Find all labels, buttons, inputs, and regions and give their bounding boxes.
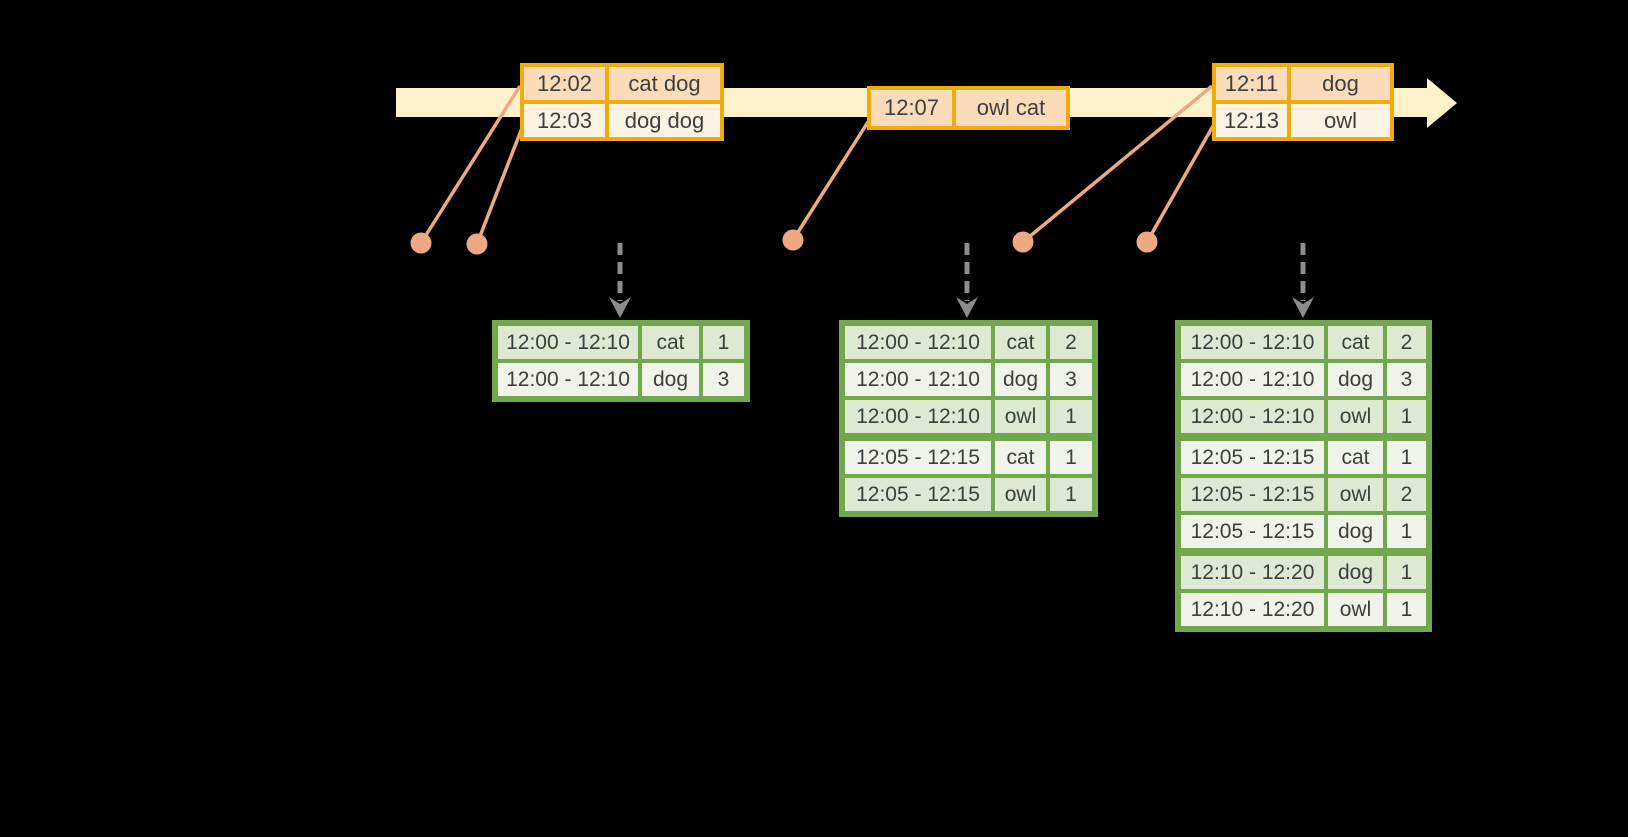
- result-word-cell: dog: [995, 363, 1046, 396]
- result-word-cell: owl: [995, 400, 1046, 433]
- result-word-cell: dog: [642, 363, 699, 396]
- trigger-arrowhead-icon-2: [956, 297, 978, 318]
- result-count-cell: 2: [1387, 326, 1426, 359]
- result-window-cell: 12:05 - 12:15: [1181, 441, 1324, 474]
- result-word-cell: cat: [1328, 326, 1383, 359]
- result-window-cell: 12:05 - 12:15: [1181, 478, 1324, 511]
- result-count-cell: 1: [1387, 515, 1426, 548]
- event-connector-line-1: [419, 85, 522, 244]
- event-connector-line-3: [791, 121, 870, 241]
- result-word-cell: dog: [1328, 556, 1383, 589]
- result-word-cell: dog: [1328, 515, 1383, 548]
- result-count-cell: 1: [1387, 593, 1426, 626]
- event-words-cell: dog: [1291, 67, 1390, 100]
- result-window-cell: 12:00 - 12:10: [1181, 326, 1324, 359]
- event-time-cell: 12:07: [871, 90, 952, 126]
- result-count-cell: 1: [703, 326, 744, 359]
- result-word-cell: owl: [1328, 593, 1383, 626]
- result-word-cell: cat: [995, 326, 1046, 359]
- event-point-dot-1: [410, 232, 432, 254]
- result-window-cell: 12:00 - 12:10: [1181, 363, 1324, 396]
- result-count-cell: 1: [1050, 400, 1092, 433]
- result-word-cell: cat: [995, 441, 1046, 474]
- event-connector-line-5: [1145, 125, 1215, 243]
- event-point-dot-4: [1012, 231, 1034, 253]
- event-time-cell: 12:03: [524, 104, 605, 137]
- result-word-cell: owl: [995, 478, 1046, 511]
- event-time-cell: 12:13: [1216, 104, 1287, 137]
- result-count-cell: 1: [1387, 556, 1426, 589]
- result-window-cell: 12:10 - 12:20: [1181, 593, 1324, 626]
- event-point-dot-2: [466, 233, 488, 255]
- result-window-cell: 12:00 - 12:10: [498, 363, 638, 396]
- event-point-dot-5: [1136, 231, 1158, 253]
- result-window-cell: 12:00 - 12:10: [498, 326, 638, 359]
- result-count-cell: 2: [1387, 478, 1426, 511]
- result-count-cell: 1: [1050, 478, 1092, 511]
- result-count-cell: 3: [1050, 363, 1092, 396]
- result-word-cell: owl: [1328, 400, 1383, 433]
- result-count-cell: 2: [1050, 326, 1092, 359]
- event-connector-line-2: [475, 127, 524, 245]
- event-time-cell: 12:11: [1216, 67, 1287, 100]
- event-time-cell: 12:02: [524, 67, 605, 100]
- result-count-cell: 1: [1050, 441, 1092, 474]
- result-count-cell: 3: [1387, 363, 1426, 396]
- event-connector-line-4: [1021, 84, 1214, 244]
- result-window-cell: 12:05 - 12:15: [1181, 515, 1324, 548]
- result-count-cell: 3: [703, 363, 744, 396]
- result-window-cell: 12:10 - 12:20: [1181, 556, 1324, 589]
- event-words-cell: cat dog: [609, 67, 720, 100]
- result-window-cell: 12:00 - 12:10: [845, 326, 991, 359]
- timeline-arrowhead-icon: [1427, 78, 1457, 128]
- event-point-dot-3: [782, 229, 804, 251]
- event-words-cell: owl: [1291, 104, 1390, 137]
- result-window-cell: 12:05 - 12:15: [845, 478, 991, 511]
- result-word-cell: dog: [1328, 363, 1383, 396]
- result-count-cell: 1: [1387, 400, 1426, 433]
- result-word-cell: cat: [1328, 441, 1383, 474]
- result-count-cell: 1: [1387, 441, 1426, 474]
- result-word-cell: cat: [642, 326, 699, 359]
- result-window-cell: 12:05 - 12:15: [845, 441, 991, 474]
- trigger-arrowhead-icon-1: [609, 297, 631, 318]
- result-word-cell: owl: [1328, 478, 1383, 511]
- trigger-arrowhead-icon-3: [1292, 297, 1314, 318]
- event-words-cell: dog dog: [609, 104, 720, 137]
- result-window-cell: 12:00 - 12:10: [1181, 400, 1324, 433]
- result-window-cell: 12:00 - 12:10: [845, 400, 991, 433]
- event-words-cell: owl cat: [956, 90, 1066, 126]
- result-window-cell: 12:00 - 12:10: [845, 363, 991, 396]
